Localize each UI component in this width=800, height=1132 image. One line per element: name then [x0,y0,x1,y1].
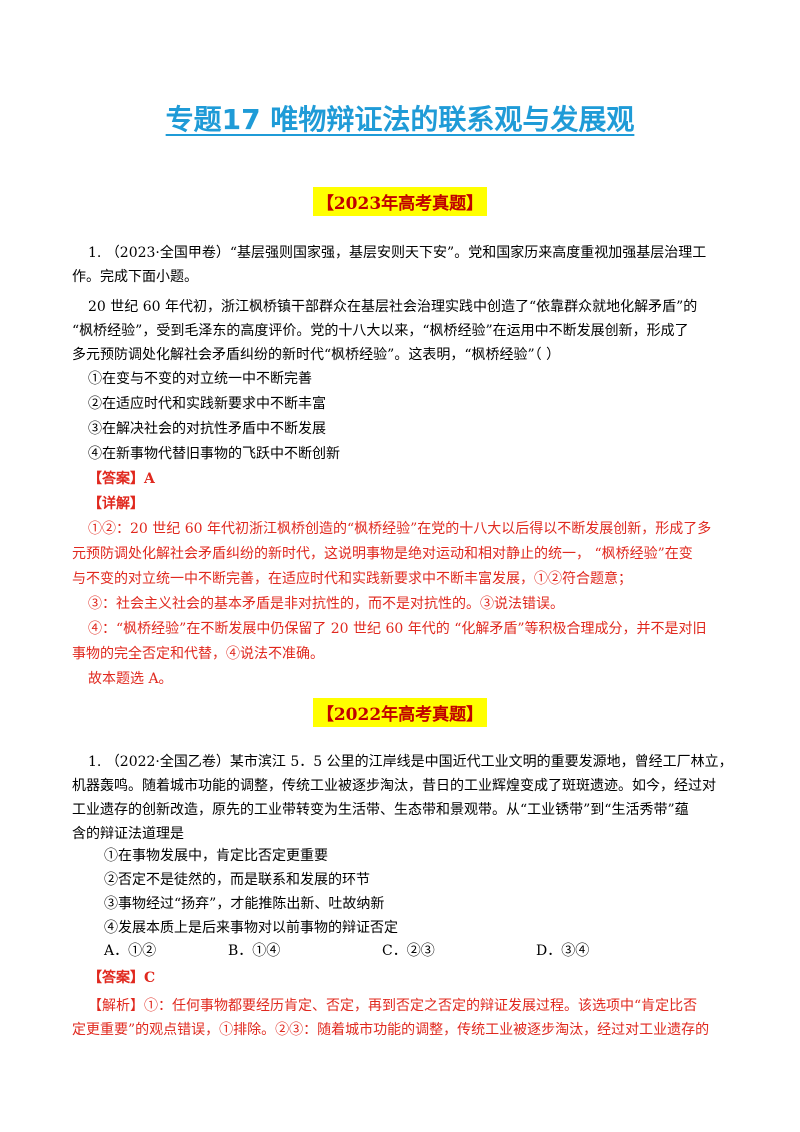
answer-2022: 【答案】C [88,970,156,986]
option-2023-2: ②在适应时代和实践新要求中不断丰富 [88,396,326,412]
option-2022-1: ①在事物发展中，肯定比否定更重要 [104,848,328,864]
question-2023-line4: “枫桥经验”，受到毛泽东的高度评价。党的十八大以来，“枫桥经验”在运用中不断发展… [72,323,689,339]
detail-2023-line2: 元预防调处化解社会矛盾纠纷的新时代，这说明事物是绝对运动和相对静止的统一， “枫… [72,546,693,562]
choice-a: A．①② [104,943,157,959]
choice-d: D．③④ [536,943,590,959]
conclusion-2023: 故本题选 A。 [88,671,173,687]
choice-c: C．②③ [382,943,435,959]
answer-2023: 【答案】A [88,471,155,487]
question-2022-line2: 机器轰鸣。随着城市功能的调整，传统工业被逐步淘汰，昔日的工业辉煌变成了斑斑遗迹。… [72,778,716,794]
detail-2023-line5: ④：“枫桥经验”在不断发展中仍保留了 20 世纪 60 年代的 “化解矛盾”等积… [88,621,707,637]
option-2023-4: ④在新事物代替旧事物的飞跃中不断创新 [88,446,340,462]
question-2023-line1: 1. （2023·全国甲卷）“基层强则国家强，基层安则天下安”。党和国家历来高度… [88,245,707,261]
option-2023-1: ①在变与不变的对立统一中不断完善 [88,371,312,387]
detail-2023-line3: 与不变的对立统一中不断完善，在适应时代和实践新要求中不断丰富发展，①②符合题意； [72,571,632,587]
page-title: 专题17 唯物辩证法的联系观与发展观 [165,103,635,136]
section-header-2023-label: 【2023年高考真题】 [312,187,488,216]
section-header-2022: 【2022年高考真题】 [0,698,800,727]
analysis-2022-line1: 【解析】①：任何事物都要经历肯定、否定，再到否定之否定的辩证发展过程。该选项中“… [88,998,698,1014]
section-header-2023: 【2023年高考真题】 [0,187,800,216]
detail-2023-line1: ①②：20 世纪 60 年代初浙江枫桥创造的“枫桥经验”在党的十八大以后得以不断… [88,521,712,537]
question-2022-line3: 工业遗存的创新改造，原先的工业带转变为生活带、生态带和景观带。从“工业锈带”到“… [72,802,689,818]
choice-b: B．①④ [228,943,281,959]
option-2022-2: ②否定不是徒然的，而是联系和发展的环节 [104,872,370,888]
question-2022-line4: 含的辩证法道理是 [72,826,184,842]
section-header-2022-label: 【2022年高考真题】 [312,698,488,727]
choices-2022: A．①② B．①④ C．②③ D．③④ [104,940,744,960]
analysis-2022-line2: 定更重要”的观点错误，①排除。②③：随着城市功能的调整，传统工业被逐步淘汰，经过… [72,1022,710,1038]
question-2022-line1: 1. （2022·全国乙卷）某市滨江 5．5 公里的江岸线是中国近代工业文明的重… [88,754,733,770]
detail-2023-line4: ③：社会主义社会的基本矛盾是非对抗性的，而不是对抗性的。③说法错误。 [88,596,564,612]
detail-2023-line6: 事物的完全否定和代替，④说法不准确。 [72,646,324,662]
detail-label-2023: 【详解】 [88,496,144,512]
option-2023-3: ③在解决社会的对抗性矛盾中不断发展 [88,421,326,437]
question-2023-line3: 20 世纪 60 年代初，浙江枫桥镇干部群众在基层社会治理实践中创造了“依靠群众… [88,299,698,315]
option-2022-4: ④发展本质上是后来事物对以前事物的辩证否定 [104,920,398,936]
question-2023-line5: 多元预防调处化解社会矛盾纠纷的新时代“枫桥经验”。这表明，“枫桥经验”（ ） [72,347,561,363]
question-2023-line2: 作。完成下面小题。 [72,269,198,285]
option-2022-3: ③事物经过“扬弃”，才能推陈出新、吐故纳新 [104,896,385,912]
